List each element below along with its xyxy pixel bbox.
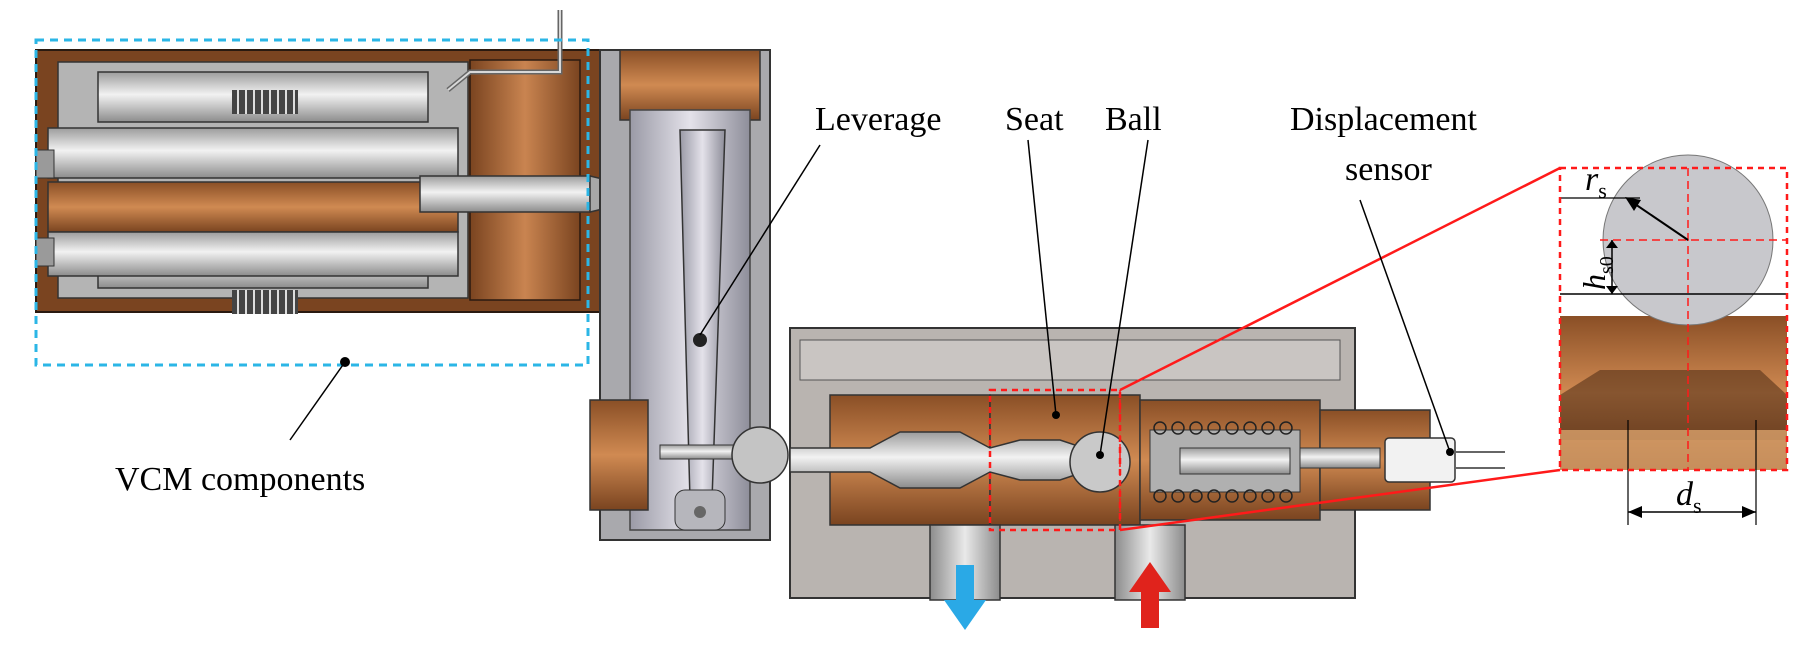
zoom-line-bottom (1119, 468, 1561, 532)
displacement-sensor-body (1384, 437, 1456, 483)
vcm-coil-winding-lower-lines (237, 290, 295, 314)
symbol-ds-main: d (1676, 476, 1694, 513)
inflow-arrow (1129, 562, 1171, 628)
leader-seat (1027, 139, 1057, 416)
pivot-ball (731, 426, 789, 484)
label-ball: Ball (1105, 101, 1162, 138)
lever-side-block (589, 399, 649, 511)
ds-arrow-right (1742, 506, 1756, 518)
leader-ball (1099, 139, 1149, 456)
vcm-coil-winding-lower (232, 290, 298, 314)
zoom-detail (1560, 154, 1787, 525)
radius-arrow-line (1631, 201, 1689, 241)
vcm-pole-lower (47, 231, 459, 277)
vcm-assembly (35, 10, 641, 314)
outflow-arrow (944, 565, 986, 630)
zoom-line-top (1119, 166, 1561, 392)
vcm-coil-winding-upper (232, 90, 298, 114)
symbol-ds-sub: s (1693, 493, 1702, 518)
leader-displacement-sensor (1359, 199, 1451, 453)
radius-arrow-head (1625, 197, 1641, 211)
leverage-pivot-dot (693, 333, 707, 347)
vcm-coil-winding-upper-lines (237, 90, 295, 114)
zoom-seat-lower-face (1560, 430, 1787, 470)
label-displacement-line2: sensor (1345, 151, 1433, 188)
symbol-ds: ds (1676, 476, 1702, 518)
zoom-seat-bore (1560, 370, 1787, 440)
symbol-hs0-sub: s0 (1596, 256, 1618, 274)
symbol-rs-sub: s (1598, 178, 1607, 203)
leader-sensor-dot (1446, 448, 1454, 456)
symbol-rs-main: r (1585, 161, 1599, 198)
label-vcm-components: VCM components (115, 461, 365, 498)
symbol-hs0: hs0 (1576, 256, 1618, 290)
spring-guide-rod (1179, 447, 1291, 475)
zoom-detail-frame (1558, 166, 1789, 472)
vcm-magnet (47, 181, 459, 233)
label-leverage: Leverage (815, 101, 941, 138)
leader-vcm (289, 361, 346, 441)
leverage-lower-pin (694, 506, 706, 518)
hs0-arrow-top (1606, 240, 1618, 248)
lever-housing-top-cap (619, 49, 761, 121)
hs0-arrow-bottom (1606, 286, 1618, 294)
leader-vcm-dot (340, 357, 350, 367)
sensor-rod (1299, 447, 1381, 469)
label-displacement-line1: Displacement (1290, 101, 1477, 138)
symbol-hs0-main: h (1576, 274, 1612, 290)
valve-body-top-channel (799, 339, 1341, 381)
ds-arrow-left (1628, 506, 1642, 518)
vcm-pole-upper (47, 127, 459, 179)
vcm-end-cap-2 (35, 237, 55, 267)
leader-seat-dot (1052, 411, 1060, 419)
vcm-plunger (419, 175, 591, 213)
leader-lines (289, 139, 1451, 456)
spring-coils (1153, 421, 1293, 503)
seat-ball (1069, 431, 1131, 493)
valve-body (659, 327, 1505, 601)
leader-ball-dot (1096, 451, 1104, 459)
symbol-rs: rs (1585, 161, 1607, 203)
label-seat: Seat (1005, 101, 1064, 138)
vcm-highlight-box (34, 38, 590, 367)
leader-leverage (699, 144, 821, 336)
vcm-end-cap-1 (35, 149, 55, 179)
zoom-source-box (988, 388, 1122, 532)
